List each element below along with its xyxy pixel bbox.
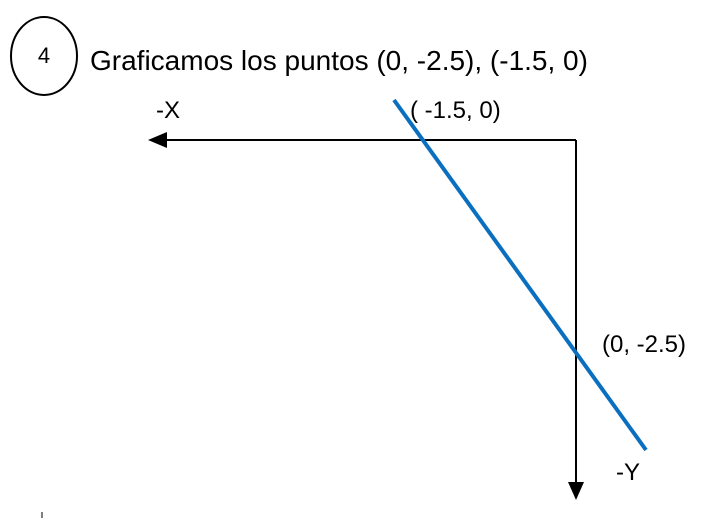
y-axis-label: -Y <box>616 459 640 486</box>
page-title: Graficamos los puntos (0, -2.5), (-1.5, … <box>90 45 588 76</box>
graph-line <box>392 98 648 452</box>
x-axis-arrowhead <box>148 132 167 148</box>
step-number: 4 <box>38 43 50 68</box>
x-axis-label: -X <box>156 97 180 124</box>
y-axis-arrowhead <box>568 482 584 500</box>
step-number-circle <box>10 16 78 96</box>
point-label-x-intercept: ( -1.5, 0) <box>410 97 501 124</box>
point-label-y-intercept: (0, -2.5) <box>602 331 686 358</box>
